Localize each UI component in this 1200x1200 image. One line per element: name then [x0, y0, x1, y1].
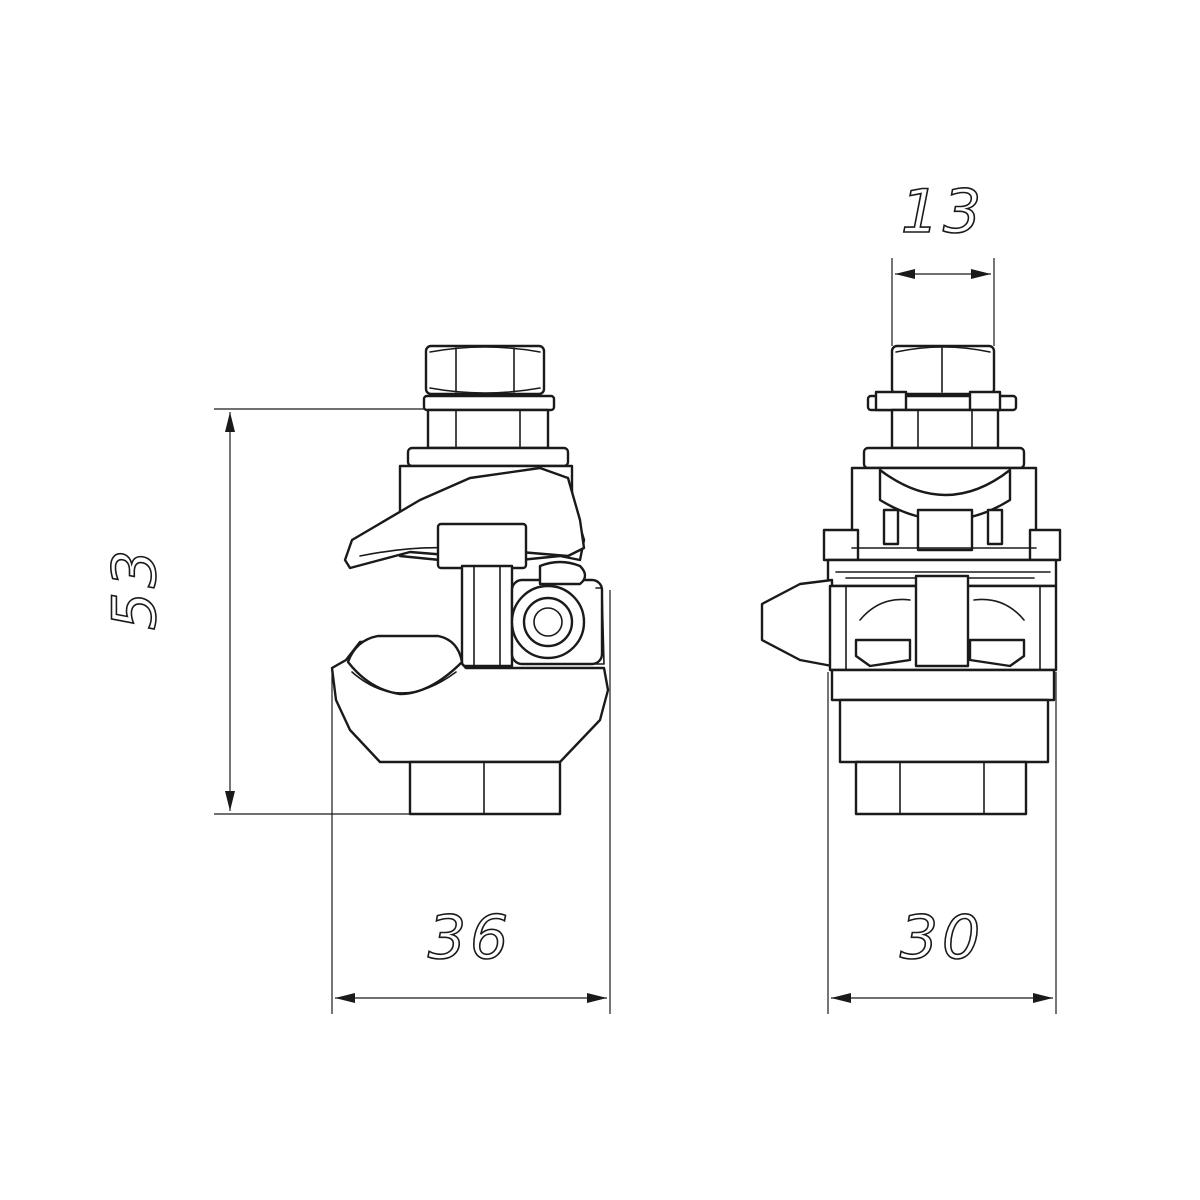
front-lower-nut [890, 408, 1000, 450]
front-bottom-block [854, 760, 1028, 816]
side-washer [422, 394, 556, 412]
front-collar [862, 446, 1026, 470]
front-lower-body [830, 668, 1056, 764]
side-shear-screw [510, 560, 605, 666]
front-view [760, 344, 1062, 816]
side-bottom-block [408, 760, 562, 816]
dimension-label-30: 30 [900, 903, 984, 973]
side-lower-nut [426, 408, 550, 450]
dimension-width-side: 36 [331, 590, 611, 1014]
dimension-height-side: 53 [99, 408, 424, 815]
front-bolt-head [890, 344, 996, 396]
front-end-cap [760, 578, 834, 668]
dimension-width-front: 30 [827, 672, 1057, 1014]
dimension-bolt-front: 13 [891, 176, 995, 346]
side-lower-jaw [330, 634, 610, 764]
front-upper-body [822, 466, 1062, 562]
side-bolt-head [424, 344, 546, 396]
side-center-shaft [460, 564, 514, 668]
dimension-label-13: 13 [901, 177, 985, 247]
side-collar [406, 446, 570, 468]
side-upper-jaw [343, 464, 586, 570]
side-view [330, 344, 610, 816]
dimension-label-36: 36 [428, 903, 512, 973]
dimension-label-53: 53 [100, 546, 170, 630]
front-middle-chamber [828, 574, 1058, 672]
